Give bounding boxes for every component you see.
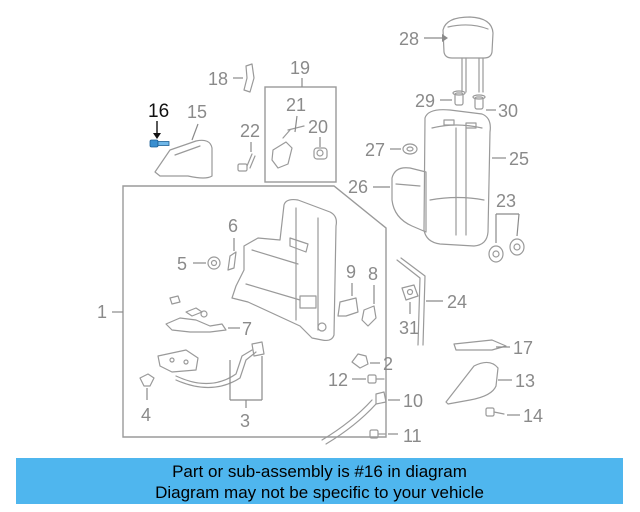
callout-19: 19: [290, 58, 310, 78]
bracket-part: [243, 63, 255, 93]
callout-9: 9: [346, 262, 356, 282]
side-cover-part: [154, 139, 213, 179]
headrest-part: [442, 16, 494, 93]
callout-28: 28: [399, 29, 419, 49]
callout-2: 2: [383, 354, 393, 374]
callout-6: 6: [228, 216, 238, 236]
clip-part-6: [227, 251, 237, 271]
bolt-part-22: [237, 153, 256, 172]
callout-5: 5: [177, 254, 187, 274]
seat-back-panel-part: [391, 167, 427, 233]
callout-29: 29: [415, 91, 435, 111]
banner-line-2: Diagram may not be specific to your vehi…: [155, 483, 484, 502]
headrest-guide-part: [452, 90, 486, 110]
screw-part-16[interactable]: [149, 139, 170, 148]
callout-26: 26: [348, 177, 368, 197]
callout-14: 14: [523, 406, 543, 426]
callout-18: 18: [208, 69, 228, 89]
callout-20: 20: [308, 117, 328, 137]
callout-12: 12: [328, 370, 348, 390]
callout-15: 15: [187, 102, 207, 122]
callout-21: 21: [286, 95, 306, 115]
callout-3: 3: [240, 411, 250, 431]
callout-22: 22: [240, 121, 260, 141]
callout-8: 8: [368, 264, 378, 284]
callout-30: 30: [498, 101, 518, 121]
callout-27: 27: [365, 140, 385, 160]
callout-7: 7: [242, 319, 252, 339]
nut-part-5: [207, 256, 221, 270]
callout-23: 23: [496, 191, 516, 211]
cap-part: [488, 238, 525, 263]
callout-25: 25: [509, 149, 529, 169]
nut-part-2: [351, 353, 369, 369]
trim-strip-part: [396, 257, 426, 346]
bracket-part-9: [337, 297, 359, 317]
mount-bracket-part: [157, 341, 265, 389]
callout-17: 17: [513, 338, 533, 358]
callout-11: 11: [403, 426, 422, 446]
mechanism-part: [165, 295, 227, 333]
banner-line-1: Part or sub-assembly is #16 in diagram: [172, 462, 467, 481]
lever-part: [271, 125, 305, 169]
latch-part: [401, 284, 419, 301]
callout-1: 1: [97, 302, 107, 322]
bushing-part: [313, 147, 328, 160]
grommet-part: [402, 143, 418, 155]
subassembly-box-19: [264, 86, 337, 183]
info-banner: Part or sub-assembly is #16 in diagram D…: [16, 458, 623, 504]
cover-part-13: [445, 361, 499, 405]
callout-10: 10: [403, 391, 423, 411]
seat-frame-box: [122, 185, 387, 438]
bolt-part-14: [485, 407, 505, 417]
callout-31: 31: [399, 318, 419, 338]
seat-frame-part: [231, 198, 337, 342]
callout-16: 16: [148, 101, 169, 122]
callout-24: 24: [447, 292, 467, 312]
clip-part-4: [139, 373, 155, 387]
callout-4: 4: [141, 405, 151, 425]
bolt-part-12: [367, 374, 385, 384]
callout-13: 13: [515, 371, 535, 391]
cable-part-10: [321, 391, 387, 445]
strip-part-17: [453, 339, 507, 351]
seat-back-part: [423, 109, 491, 247]
bolt-part-11: [369, 429, 386, 439]
clip-part-8: [361, 305, 377, 327]
